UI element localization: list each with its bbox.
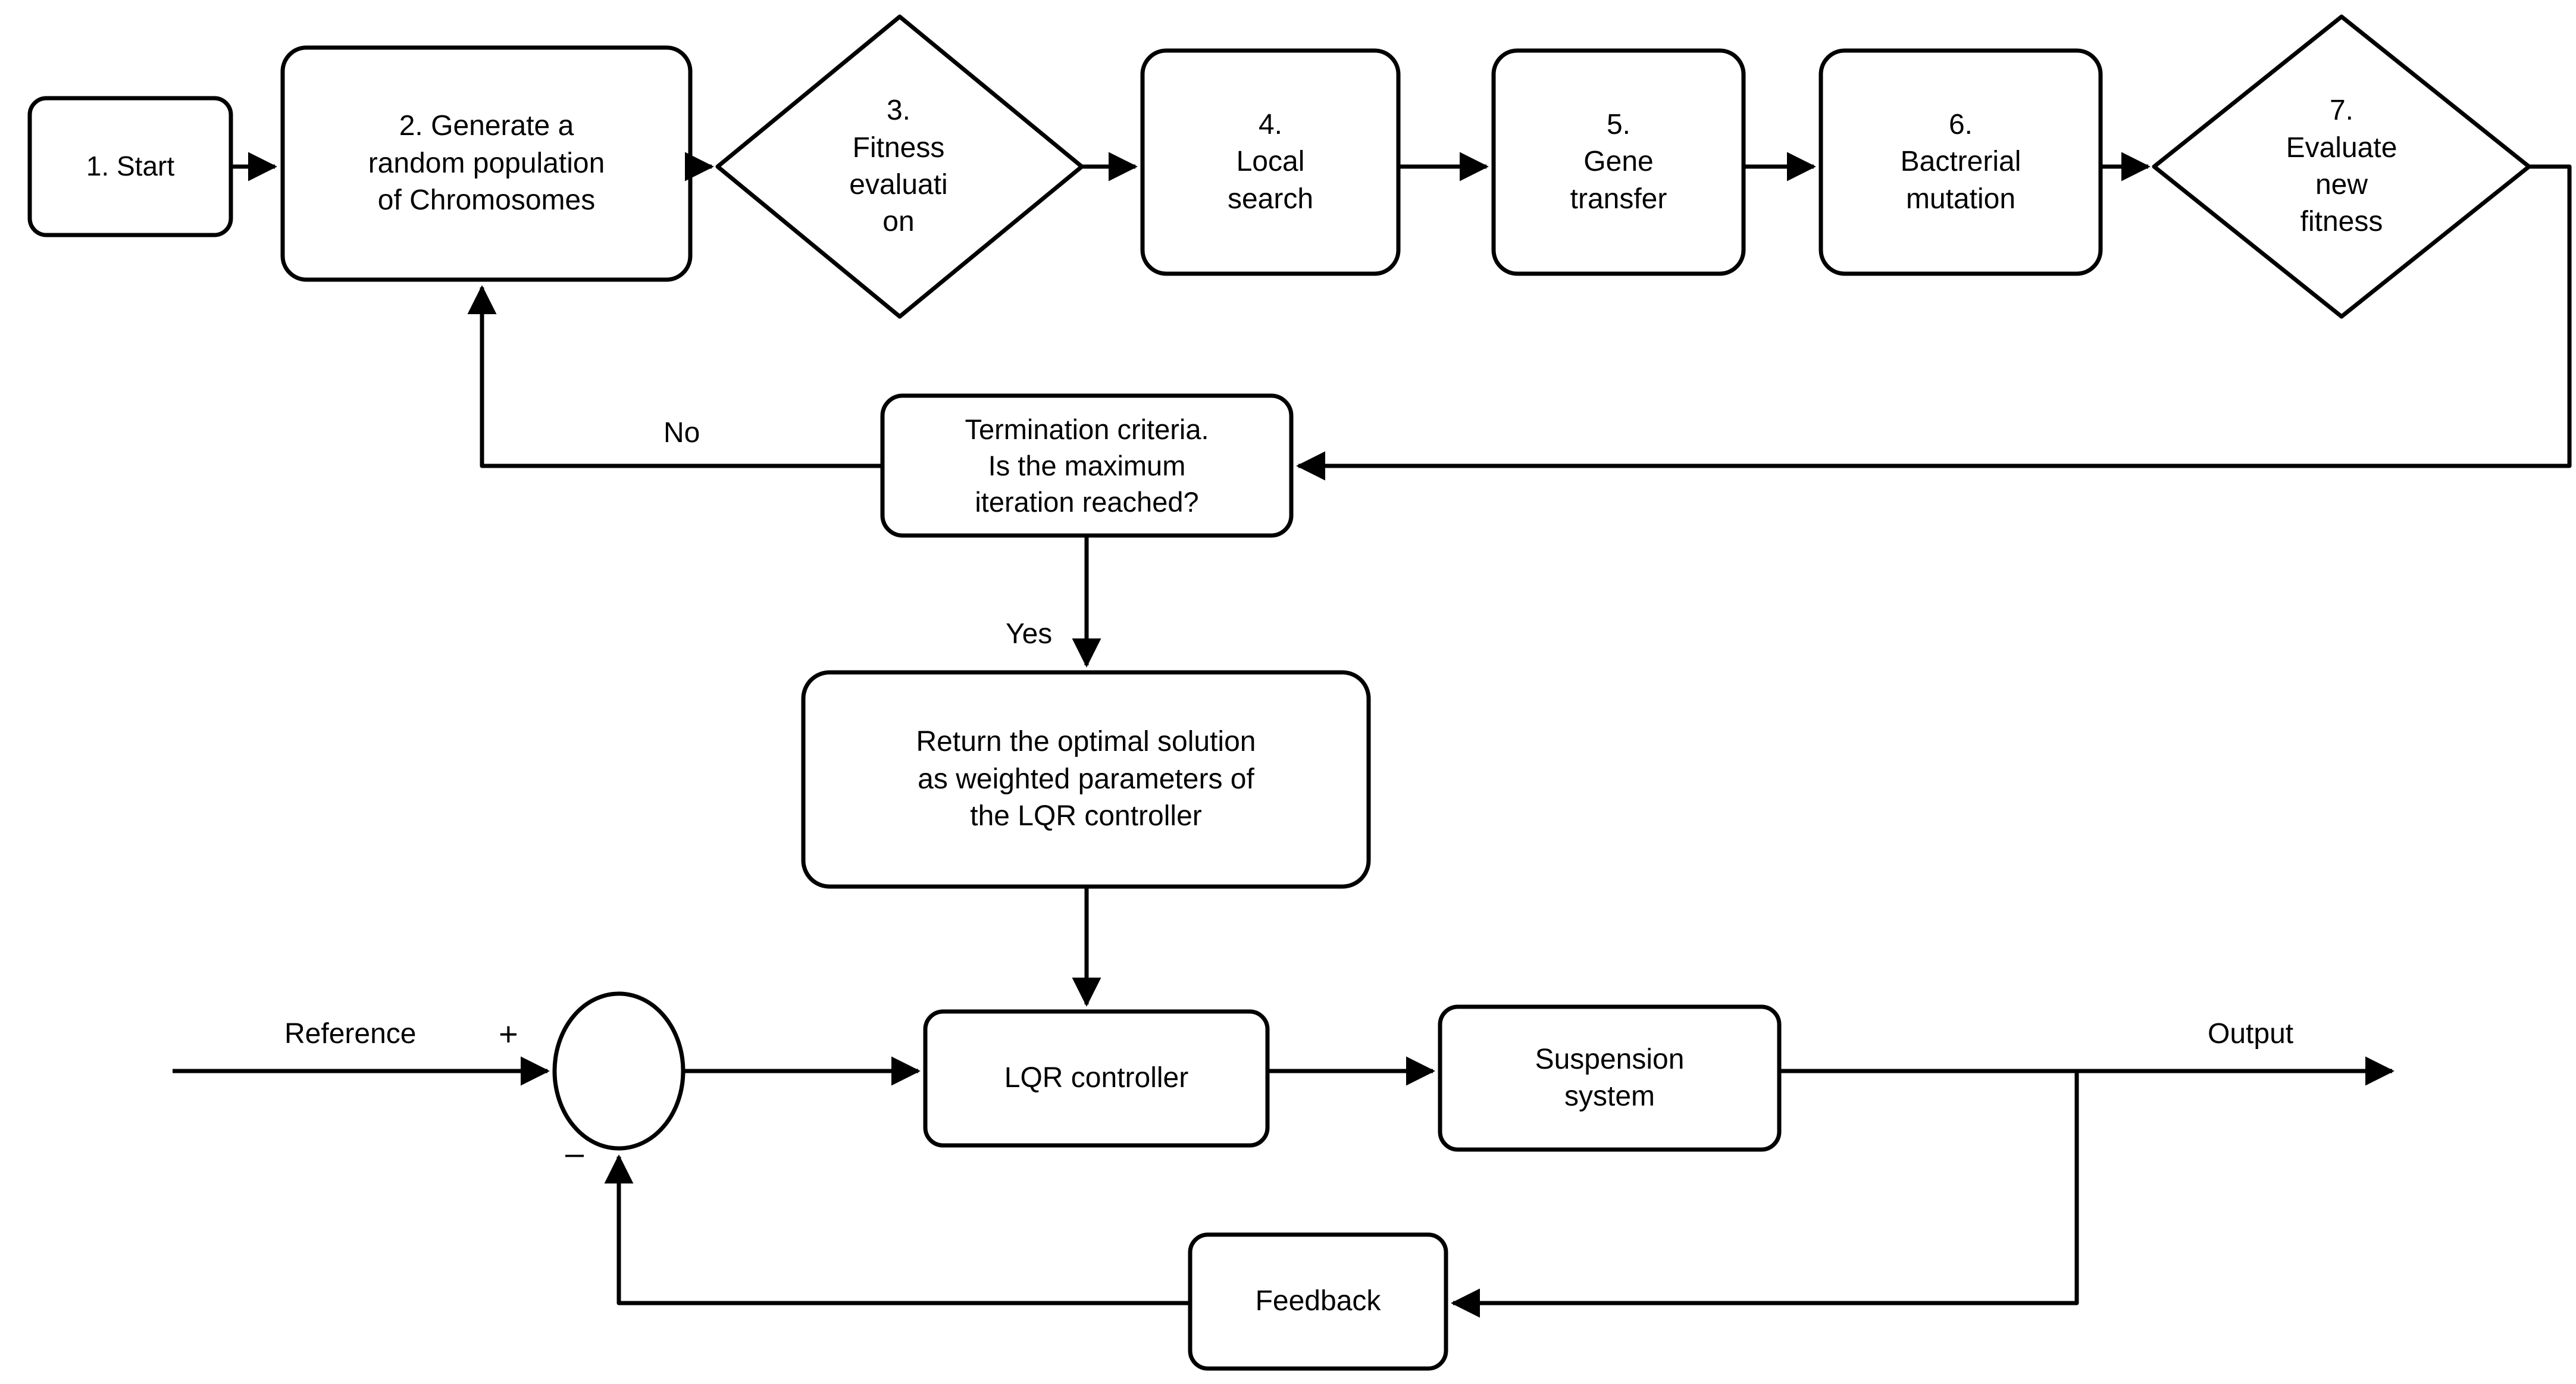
node-shape-evaluate-new-fitness: [2152, 14, 2531, 319]
node-shape-fitness-evaluation: [715, 14, 1084, 319]
node-shape-summing-junction: [552, 991, 686, 1151]
node-shape-termination-criteria: [880, 393, 1294, 538]
node-shape-lqr-controller: [923, 1009, 1270, 1148]
edge-evaluate-to-termination: [1296, 164, 2572, 481]
summing-junction-plus-sign: +: [499, 1015, 518, 1053]
node-shape-feedback: [1188, 1232, 1448, 1371]
node-shape-suspension-system: [1438, 1004, 1782, 1152]
node-shape-start: [27, 96, 233, 237]
edge-termination-no-to-generate: [467, 285, 882, 468]
node-shape-generate-population: [280, 45, 693, 282]
edge-feedback-to-summing-junction: [604, 1154, 1190, 1305]
edge-label-reference: Reference: [284, 1018, 417, 1050]
edge-label-yes: Yes: [1006, 618, 1053, 650]
summing-junction-minus-sign: –: [565, 1134, 584, 1172]
edge-label-no: No: [663, 417, 700, 449]
node-shape-local-search: [1140, 48, 1401, 276]
edge-output-tap-to-feedback: [1451, 1071, 2079, 1318]
node-shape-gene-transfer: [1491, 48, 1746, 276]
node-shape-bacterial-mutation: [1818, 48, 2103, 276]
edge-label-output: Output: [2208, 1018, 2294, 1050]
node-shape-return-optimal: [801, 670, 1371, 889]
